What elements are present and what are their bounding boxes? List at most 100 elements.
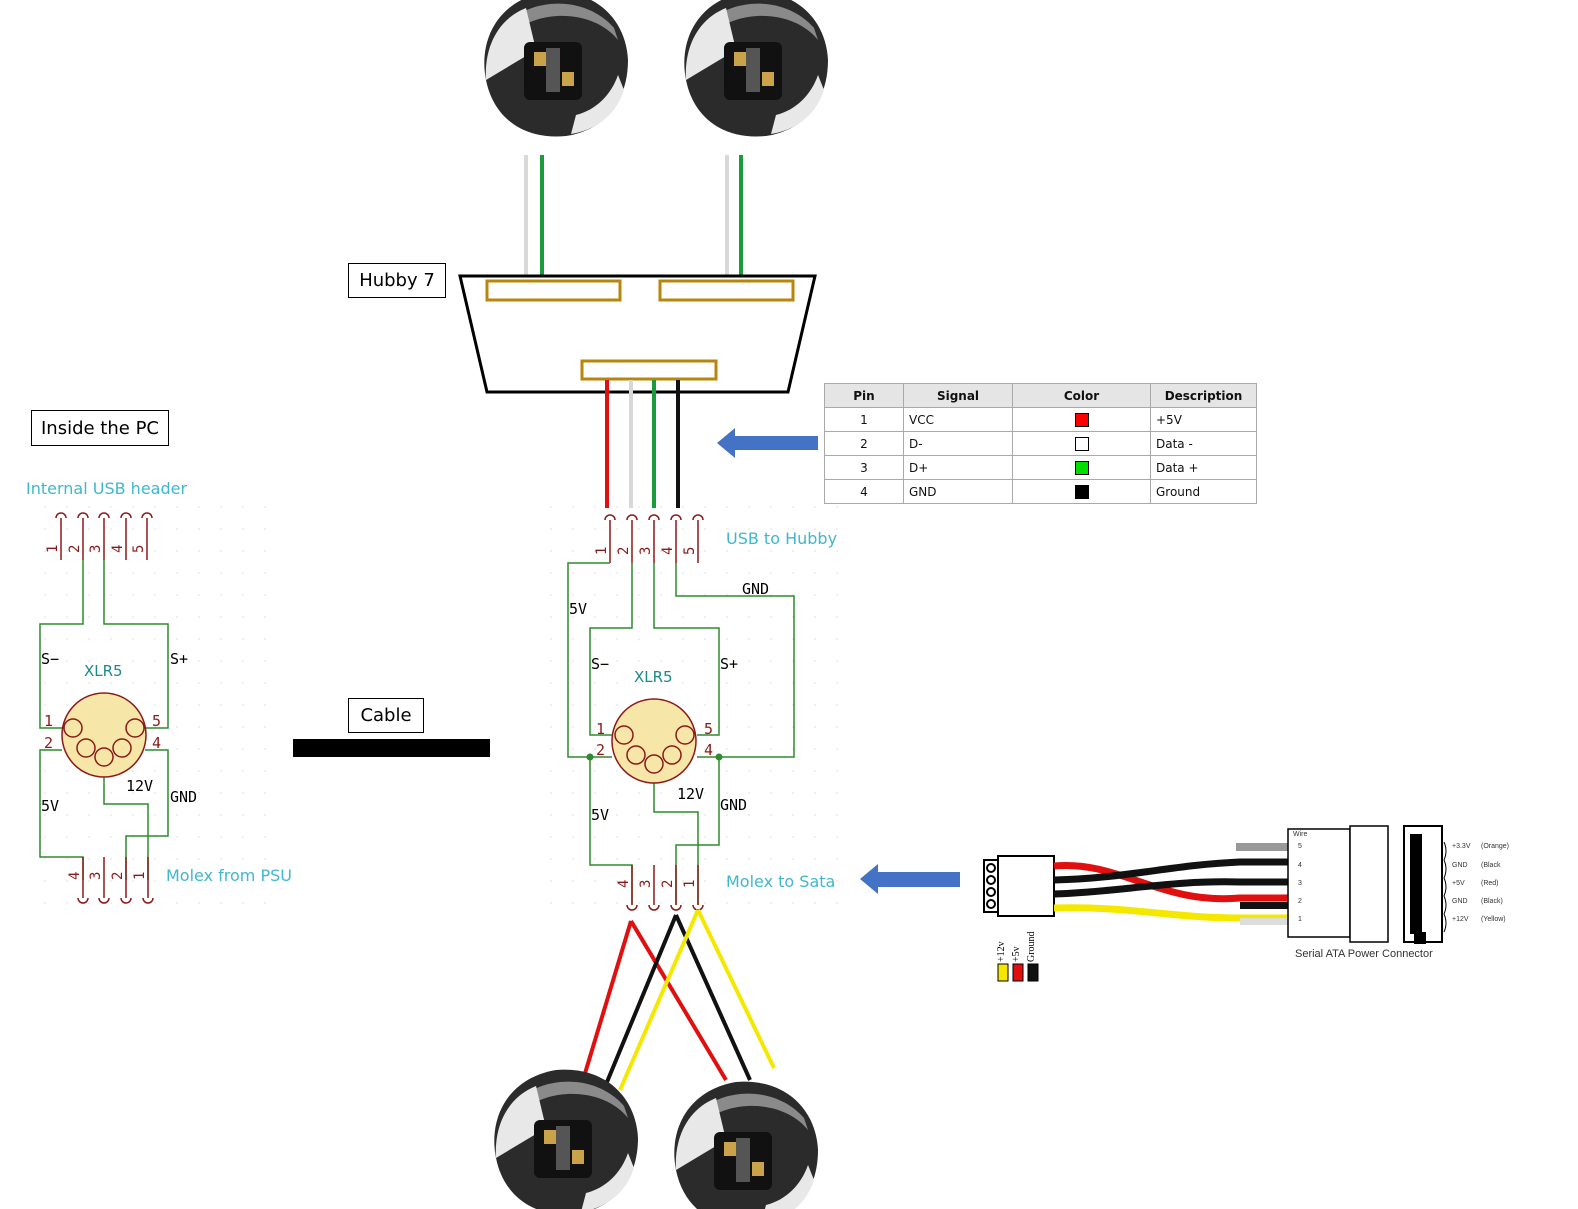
sata-pin-color: (Black	[1481, 862, 1501, 869]
connector-pin-number: 4	[110, 544, 126, 553]
sata-pin-color: (Red)	[1481, 880, 1499, 887]
sata-pin-voltage: +3.3V	[1452, 843, 1471, 850]
connector-pin-number: 3	[88, 871, 104, 880]
connector-pin-number: 1	[132, 871, 148, 880]
sata-pin-voltage: +5V	[1452, 880, 1465, 887]
hubby-label: Hubby 7	[348, 263, 446, 298]
sata-pin-color: (Orange)	[1481, 843, 1510, 850]
connector-pin-number: 4	[660, 546, 676, 555]
left-gnd: GND	[170, 788, 198, 806]
center-gnd-bottom: GND	[720, 796, 748, 814]
pin-cell: 4	[824, 479, 904, 504]
description-cell: +5V	[1150, 407, 1257, 432]
left-12v: 12V	[126, 777, 154, 795]
description-cell: Data +	[1150, 455, 1257, 480]
sata-arrow	[860, 864, 960, 894]
pin-cell: 2	[824, 431, 904, 456]
left-xlr-pin-5: 5	[152, 712, 162, 730]
connector-pin-number: 1	[682, 879, 698, 888]
molex-from-psu-label: Molex from PSU	[166, 866, 292, 885]
color-cell	[1012, 479, 1151, 504]
cable-label: Cable	[348, 698, 424, 733]
sata-pin-voltage: +12V	[1452, 916, 1469, 923]
sata-wire-number: 1	[1298, 916, 1302, 923]
left-s-plus: S+	[170, 650, 189, 668]
center-5v-top: 5V	[569, 600, 588, 618]
connector-pin-number: 5	[682, 546, 698, 555]
sata-pin-color: (Black)	[1481, 898, 1503, 905]
center-12v: 12V	[677, 785, 705, 803]
top-usb-wires	[524, 155, 743, 290]
connector-pin-number: 4	[616, 879, 632, 888]
color-cell	[1012, 431, 1151, 456]
left-5v: 5V	[41, 797, 60, 815]
sata-wire-number: 5	[1298, 843, 1302, 850]
left-xlr5: XLR5	[84, 662, 123, 680]
center-xlr-pin-1: 1	[596, 720, 606, 738]
center-gnd-top: GND	[742, 580, 770, 598]
color-swatch	[1074, 436, 1089, 451]
color-swatch	[1074, 484, 1089, 499]
pin-cell: 1	[824, 407, 904, 432]
left-xlr-pin-4: 4	[152, 734, 162, 752]
left-xlr-pin-2: 2	[44, 734, 54, 752]
cable-bar	[293, 739, 490, 757]
sata-pin-voltage: GND	[1452, 862, 1468, 869]
molex-legend-label: +12v	[996, 941, 1007, 962]
center-s-minus: S−	[591, 655, 610, 673]
connector-pin-number: 3	[638, 546, 654, 555]
molex-to-sata-label: Molex to Sata	[726, 872, 836, 891]
inside-pc-label: Inside the PC	[31, 410, 169, 446]
center-xlr5: XLR5	[634, 668, 673, 686]
description-cell: Ground	[1150, 479, 1257, 504]
connector-pin-number: 1	[594, 546, 610, 555]
hub-usb-wires	[605, 380, 680, 508]
pin-cell: 3	[824, 455, 904, 480]
molex-legend-label: +5v	[1011, 946, 1022, 962]
connector-pin-number: 2	[616, 546, 632, 555]
center-schematic	[567, 514, 795, 911]
connector-pin-number: 3	[638, 879, 654, 888]
sata-wire-number: 2	[1298, 898, 1302, 905]
power-wires	[581, 909, 776, 1091]
hub-body	[458, 274, 817, 394]
color-cell	[1012, 407, 1151, 432]
connector-pin-number: 3	[88, 544, 104, 553]
signal-cell: VCC	[903, 407, 1013, 432]
description-cell: Data -	[1150, 431, 1257, 456]
sata-wire-header: Wire	[1293, 831, 1308, 838]
left-schematic	[39, 512, 169, 904]
sata-pin-color: (Yellow)	[1481, 916, 1506, 923]
connector-pin-number: 2	[67, 544, 83, 553]
usb-to-hubby-label: USB to Hubby	[726, 529, 838, 548]
connector-pin-number: 1	[45, 544, 61, 553]
signal-cell: D-	[903, 431, 1013, 456]
sata-adapter-image	[983, 825, 1447, 982]
signal-cell: D+	[903, 455, 1013, 480]
center-s-plus: S+	[720, 655, 739, 673]
center-xlr-pin-4: 4	[704, 741, 714, 759]
left-s-minus: S−	[41, 650, 60, 668]
center-xlr-pin-2: 2	[596, 741, 606, 759]
header-description: Description	[1150, 383, 1257, 408]
connector-pin-number: 4	[67, 871, 83, 880]
sata-caption: Serial ATA Power Connector	[1295, 948, 1433, 960]
color-swatch	[1074, 412, 1089, 427]
color-cell	[1012, 455, 1151, 480]
color-swatch	[1074, 460, 1089, 475]
internal-usb-header-label: Internal USB header	[26, 479, 188, 498]
sata-wire-number: 3	[1298, 880, 1302, 887]
connector-pin-number: 2	[110, 871, 126, 880]
center-xlr-pin-5: 5	[704, 720, 714, 738]
signal-cell: GND	[903, 479, 1013, 504]
header-signal: Signal	[903, 383, 1013, 408]
table-header-row: Pin Signal Color Description	[824, 383, 1257, 408]
center-5v-bottom: 5V	[591, 806, 610, 824]
